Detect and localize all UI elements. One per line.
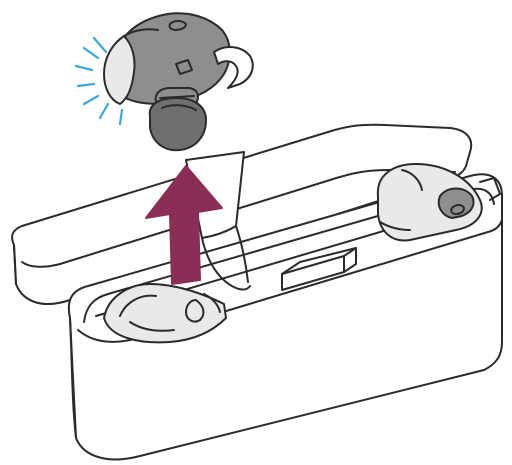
earbud-icon [104,13,253,150]
